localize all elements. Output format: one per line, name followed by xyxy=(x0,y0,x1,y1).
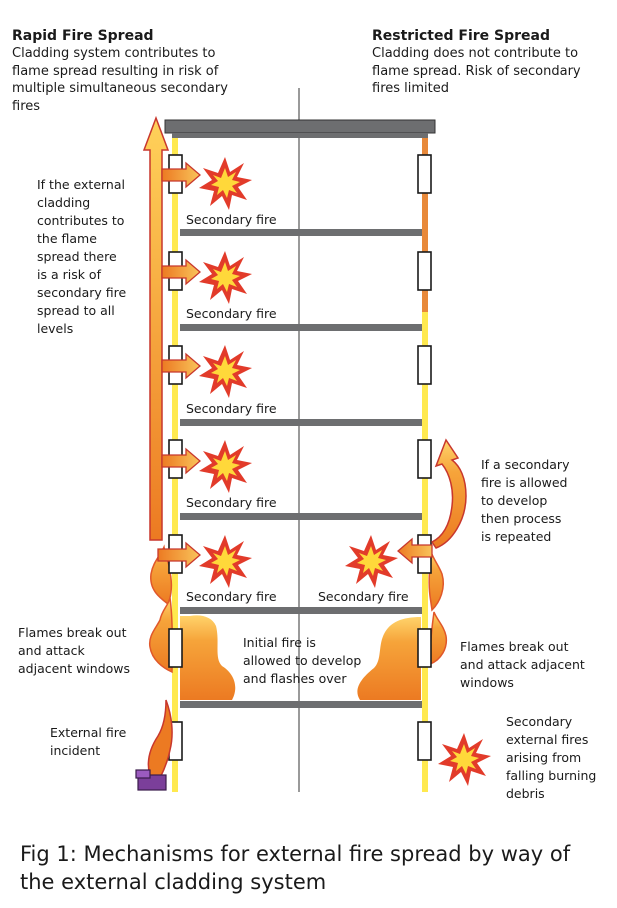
initial-fire-note: Initial fire is allowed to develop and f… xyxy=(243,635,362,686)
floor-slab xyxy=(180,513,422,520)
right-cladding-strip-upper xyxy=(422,138,428,312)
external-fire-note: External fire incident xyxy=(50,725,127,758)
floor-slab xyxy=(180,701,422,708)
secondary-fire-label: Secondary fire xyxy=(186,495,277,510)
repeat-process-note: If a secondary fire is allowed to develo… xyxy=(481,457,570,544)
burst-icon xyxy=(199,157,252,210)
secondary-fire-bursts xyxy=(199,157,491,786)
left-interior-flames xyxy=(180,615,236,700)
left-window-flame-arrows xyxy=(157,161,201,569)
right-description: Cladding does not contribute to flame sp… xyxy=(372,46,581,96)
roof-slab xyxy=(164,119,436,134)
right-window-flame-arrow xyxy=(397,537,433,565)
external-fire-flame xyxy=(147,699,173,779)
burst-icon xyxy=(199,440,252,493)
secondary-fire-label: Secondary fire xyxy=(318,589,409,604)
left-description: Cladding system contributes to flame spr… xyxy=(12,46,228,114)
burst-icon xyxy=(345,535,398,588)
burning-object xyxy=(137,774,167,791)
debris-fires-note: Secondary external fires arising from fa… xyxy=(506,714,597,801)
window xyxy=(417,628,432,668)
floor-slab xyxy=(180,324,422,331)
repeat-process-arrow xyxy=(430,438,467,549)
debris-burst-icon xyxy=(438,733,491,786)
window xyxy=(417,251,432,291)
burst-icon xyxy=(199,535,252,588)
flame-arrow-icon xyxy=(161,161,201,189)
floor-slab xyxy=(180,607,422,614)
burning-object-top xyxy=(135,769,151,779)
left-flames-note: Flames break out and attack adjacent win… xyxy=(18,625,131,676)
floor-slabs xyxy=(180,229,422,708)
flame-arrow-icon xyxy=(157,541,201,569)
window xyxy=(417,345,432,385)
floor-slab xyxy=(180,419,422,426)
secondary-fire-label: Secondary fire xyxy=(186,306,277,321)
window xyxy=(417,721,432,761)
left-title: Rapid Fire Spread xyxy=(12,28,154,44)
right-title: Restricted Fire Spread xyxy=(372,28,550,44)
secondary-fire-label: Secondary fire xyxy=(186,589,277,604)
cladding-risk-note: If the external cladding contributes to … xyxy=(37,177,127,336)
burst-icon xyxy=(199,345,252,398)
burst-icon xyxy=(199,251,252,304)
right-external-flames-lower xyxy=(429,611,448,666)
window xyxy=(417,439,432,479)
flame-arrow-icon xyxy=(161,352,201,380)
figure-caption: Fig 1: Mechanisms for external fire spre… xyxy=(20,842,571,894)
right-external-flames xyxy=(428,551,444,612)
rising-flame-arrow xyxy=(142,115,170,541)
flame-arrow-icon xyxy=(161,258,201,286)
window xyxy=(417,154,432,194)
window xyxy=(168,628,183,668)
secondary-fire-label: Secondary fire xyxy=(186,212,277,227)
secondary-fire-label: Secondary fire xyxy=(186,401,277,416)
right-flames-note: Flames break out and attack adjacent win… xyxy=(460,639,585,690)
roof-slab-underside xyxy=(172,133,428,138)
right-interior-flames xyxy=(357,617,421,700)
left-external-flames-lower xyxy=(148,597,174,674)
flame-arrow-icon xyxy=(161,447,201,475)
floor-slab xyxy=(180,229,422,236)
